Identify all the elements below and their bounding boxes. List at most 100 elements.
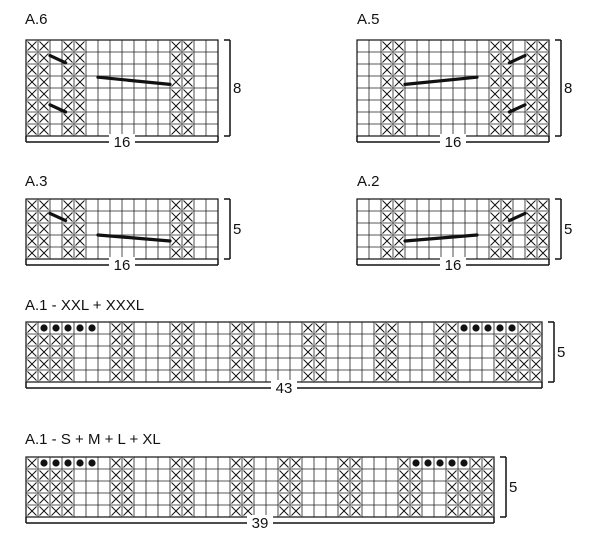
cross-symbol — [382, 41, 392, 51]
cross-symbol — [123, 335, 133, 345]
cross-symbol — [339, 506, 349, 516]
cross-symbol — [183, 200, 193, 210]
cross-symbol — [75, 248, 85, 258]
cross-symbol — [507, 347, 517, 357]
cross-symbol — [394, 248, 404, 258]
cross-symbol — [123, 371, 133, 381]
cross-symbol — [502, 125, 512, 135]
cross-symbol — [291, 506, 301, 516]
cross-symbol — [63, 101, 73, 111]
height-label: 5 — [509, 479, 517, 496]
cross-symbol — [39, 470, 49, 480]
cross-symbol — [303, 335, 313, 345]
height-label: 5 — [564, 221, 572, 238]
cross-symbol — [75, 53, 85, 63]
cross-symbol — [171, 53, 181, 63]
cross-symbol — [39, 335, 49, 345]
cross-symbol — [27, 494, 37, 504]
cross-symbol — [531, 323, 541, 333]
cable-cross-symbol — [48, 53, 68, 65]
cross-symbol — [538, 53, 548, 63]
cross-symbol — [111, 482, 121, 492]
cross-symbol — [243, 470, 253, 480]
cross-symbol — [447, 482, 457, 492]
cross-symbol — [27, 125, 37, 135]
cross-symbol — [183, 323, 193, 333]
dot-symbol — [88, 324, 96, 332]
cross-symbol — [315, 359, 325, 369]
cross-symbol — [63, 347, 73, 357]
cable-cross-symbol — [403, 233, 479, 243]
knitting-chart-a2: 165 — [356, 198, 572, 274]
cross-symbol — [399, 458, 409, 468]
cross-symbol — [531, 359, 541, 369]
cross-symbol — [315, 371, 325, 381]
cross-symbol — [490, 77, 500, 87]
cross-symbol — [495, 359, 505, 369]
cross-symbol — [27, 113, 37, 123]
cross-symbol — [51, 335, 61, 345]
cross-symbol — [303, 359, 313, 369]
cross-symbol — [75, 236, 85, 246]
dot-symbol — [52, 459, 60, 467]
height-label: 8 — [564, 80, 572, 97]
cross-symbol — [394, 89, 404, 99]
cross-symbol — [231, 371, 241, 381]
cross-symbol — [123, 323, 133, 333]
cross-symbol — [231, 458, 241, 468]
cross-symbol — [303, 323, 313, 333]
cross-symbol — [526, 125, 536, 135]
cross-symbol — [502, 200, 512, 210]
width-label-background — [109, 257, 135, 273]
cross-symbol — [526, 236, 536, 246]
cross-symbol — [502, 65, 512, 75]
cross-symbol — [39, 200, 49, 210]
cross-symbol — [39, 347, 49, 357]
cross-symbol — [27, 101, 37, 111]
cross-symbol — [351, 482, 361, 492]
cross-symbol — [279, 494, 289, 504]
cross-symbol — [538, 89, 548, 99]
cross-symbol — [411, 482, 421, 492]
cross-symbol — [111, 470, 121, 480]
cross-symbol — [447, 323, 457, 333]
cross-symbol — [435, 323, 445, 333]
cross-symbol — [526, 89, 536, 99]
cross-symbol — [382, 53, 392, 63]
cross-symbol — [27, 482, 37, 492]
cross-symbol — [495, 335, 505, 345]
cross-symbol — [171, 359, 181, 369]
cross-symbol — [507, 371, 517, 381]
cross-symbol — [75, 125, 85, 135]
dot-symbol — [40, 324, 48, 332]
chart-background — [26, 457, 494, 517]
cross-symbol — [111, 506, 121, 516]
cross-symbol — [490, 41, 500, 51]
cross-symbol — [111, 335, 121, 345]
chart-title-a5: A.5 — [357, 11, 380, 28]
cross-symbol — [171, 347, 181, 357]
cross-symbol — [171, 65, 181, 75]
cross-symbol — [75, 101, 85, 111]
cross-symbol — [459, 470, 469, 480]
cross-symbol — [483, 482, 493, 492]
cross-symbol — [435, 359, 445, 369]
cross-symbol — [231, 482, 241, 492]
cross-symbol — [435, 335, 445, 345]
cross-symbol — [351, 470, 361, 480]
cross-symbol — [375, 347, 385, 357]
width-label-background — [271, 380, 297, 396]
cross-symbol — [411, 494, 421, 504]
cross-symbol — [279, 506, 289, 516]
cross-symbol — [27, 53, 37, 63]
cross-symbol — [303, 347, 313, 357]
cross-symbol — [394, 113, 404, 123]
cross-symbol — [63, 113, 73, 123]
cross-symbol — [526, 248, 536, 258]
cross-symbol — [471, 494, 481, 504]
cable-cross-symbol — [507, 103, 527, 114]
cross-symbol — [526, 77, 536, 87]
dot-symbol — [460, 459, 468, 467]
cross-symbol — [490, 248, 500, 258]
